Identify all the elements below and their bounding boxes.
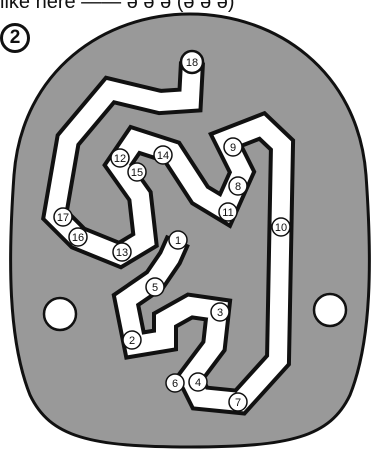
marker-11: 11 bbox=[219, 203, 237, 221]
marker-12: 12 bbox=[111, 149, 129, 167]
marker-4: 4 bbox=[189, 373, 207, 391]
marker-3: 3 bbox=[211, 303, 229, 321]
marker-label: 7 bbox=[235, 397, 241, 409]
marker-1: 1 bbox=[169, 231, 187, 249]
marker-17: 17 bbox=[54, 208, 72, 226]
marker-9: 9 bbox=[224, 138, 242, 156]
marker-label: 14 bbox=[157, 150, 169, 162]
marker-label: 3 bbox=[217, 307, 223, 319]
marker-label: 5 bbox=[152, 282, 158, 294]
marker-13: 13 bbox=[113, 243, 131, 261]
marker-label: 2 bbox=[129, 335, 135, 347]
marker-label: 18 bbox=[186, 57, 198, 69]
marker-7: 7 bbox=[229, 393, 247, 411]
marker-2: 2 bbox=[123, 331, 141, 349]
left-mounting-hole bbox=[44, 298, 76, 330]
right-mounting-hole bbox=[314, 294, 346, 326]
marker-15: 15 bbox=[128, 163, 146, 181]
marker-label: 6 bbox=[172, 378, 178, 390]
marker-label: 1 bbox=[175, 235, 181, 247]
marker-label: 13 bbox=[116, 247, 128, 259]
marker-label: 16 bbox=[72, 232, 84, 244]
marker-label: 17 bbox=[57, 212, 69, 224]
marker-5: 5 bbox=[146, 278, 164, 296]
marker-label: 9 bbox=[230, 142, 236, 154]
marker-6: 6 bbox=[166, 374, 184, 392]
marker-label: 10 bbox=[275, 222, 287, 234]
marker-label: 11 bbox=[222, 207, 233, 219]
marker-label: 4 bbox=[195, 377, 201, 389]
marker-16: 16 bbox=[69, 228, 87, 246]
marker-18: 18 bbox=[181, 51, 203, 73]
marker-8: 8 bbox=[229, 177, 247, 195]
marker-10: 10 bbox=[272, 218, 290, 236]
marker-label: 15 bbox=[131, 167, 143, 179]
marker-14: 14 bbox=[154, 146, 172, 164]
marker-label: 8 bbox=[235, 181, 241, 193]
marker-label: 12 bbox=[114, 153, 126, 165]
